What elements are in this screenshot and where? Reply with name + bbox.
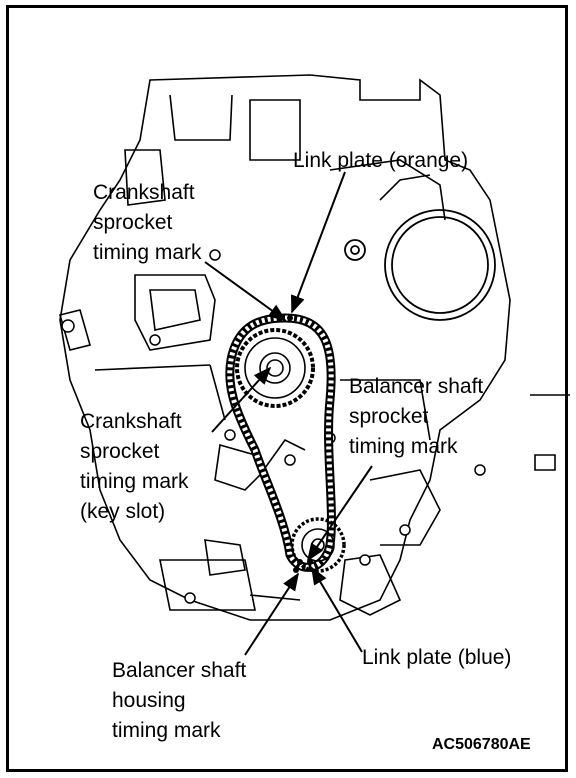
line-3: timing mark [349, 435, 458, 458]
timing-chain [225, 313, 336, 572]
line-2: sprocket [93, 211, 173, 234]
line-1: Crankshaft [93, 181, 195, 204]
cylinder-bore [344, 209, 496, 321]
label-balancer-shaft-sprocket-timing-mark: Balancer shaft sprocket timing mark [349, 372, 483, 462]
line-3: timing mark [93, 241, 202, 264]
figure-code: AC506780AE [432, 736, 531, 753]
label-crankshaft-key-slot-timing-mark: Crankshaft sprocket timing mark (key slo… [80, 407, 189, 527]
line-4: (key slot) [80, 500, 166, 523]
figure-frame [6, 5, 568, 772]
bolt-heads [61, 249, 486, 604]
line-3: timing mark [112, 719, 221, 742]
line-3: timing mark [80, 470, 189, 493]
label-crankshaft-sprocket-timing-mark: Crankshaft sprocket timing mark [93, 178, 202, 268]
label-link-plate-orange: Link plate (orange) [293, 149, 469, 172]
line-2: sprocket [80, 440, 160, 463]
line-1: Balancer shaft [112, 659, 247, 682]
label-balancer-housing-timing-mark: Balancer shaft housing timing mark [112, 656, 246, 746]
line-2: sprocket [349, 405, 429, 428]
engine-block-outline [59, 74, 570, 621]
leader-lines [204, 171, 373, 656]
label-link-plate-blue: Link plate (blue) [362, 646, 512, 669]
line-2: housing [112, 689, 186, 712]
line-1: Balancer shaft [349, 375, 484, 398]
crankshaft-sprocket [235, 328, 315, 408]
line-1: Crankshaft [80, 410, 182, 433]
